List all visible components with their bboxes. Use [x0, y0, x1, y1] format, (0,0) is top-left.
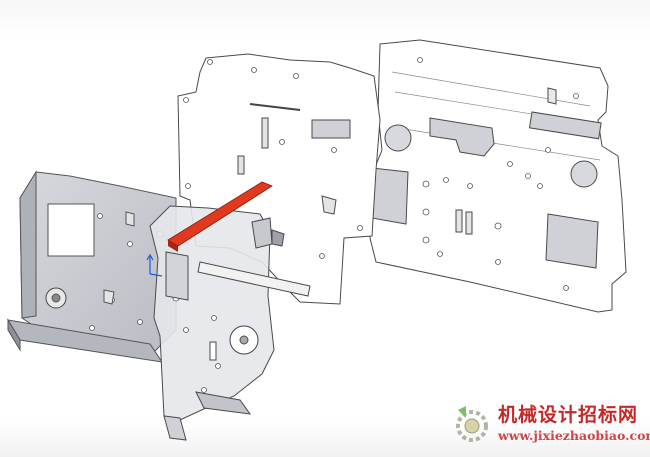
site-watermark: 机械设计招标网 www.jixiezhaobiao.com — [446, 398, 650, 454]
gear-logo-icon — [456, 406, 488, 442]
main-chassis-frame — [7, 170, 177, 363]
front-cover-plate — [149, 205, 311, 441]
watermark-chinese-text: 机械设计招标网 — [498, 404, 639, 426]
side-bracket — [251, 217, 285, 249]
watermark-url-text: www.jixiezhaobiao.com — [498, 428, 650, 443]
axis-triad-icon — [146, 253, 163, 277]
highlighted-crossbar — [167, 181, 273, 252]
rear-mounting-plate — [369, 39, 627, 313]
